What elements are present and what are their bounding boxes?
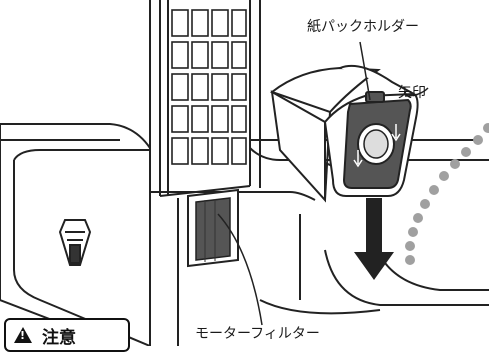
lid-grille — [149, 0, 261, 197]
vacuum-body — [0, 123, 489, 346]
warning-triangle-icon — [14, 327, 32, 343]
latch-icon — [58, 219, 92, 266]
motor-filter — [187, 188, 239, 268]
down-arrow-icon — [354, 198, 394, 280]
label-paper-pack-holder: 紙パックホルダー — [307, 19, 419, 35]
hose-dots — [405, 123, 489, 265]
leader-lines — [217, 41, 429, 326]
paper-pack-holder — [269, 64, 419, 203]
caution-box: 注意 — [4, 318, 130, 352]
label-motor-filter: モーターフィルター — [195, 326, 320, 342]
caution-label: 注意 — [42, 327, 76, 348]
label-arrow-mark: 矢印 — [398, 85, 426, 101]
